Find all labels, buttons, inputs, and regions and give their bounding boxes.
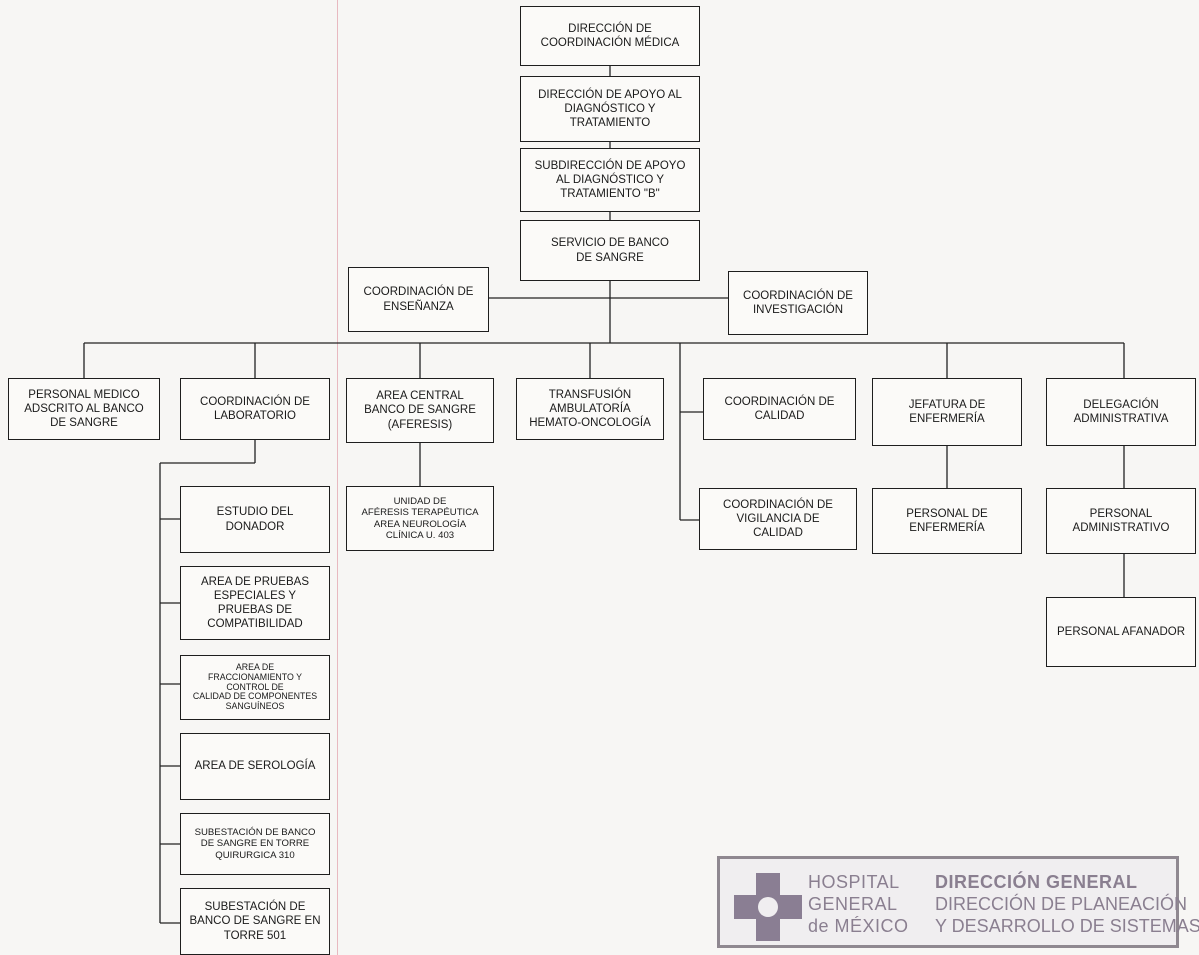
margin-line [337,0,338,955]
box-area-pruebas: AREA DE PRUEBAS ESPECIALES Y PRUEBAS DE … [180,566,330,640]
box-subestacion-310: SUBESTACIÓN DE BANCO DE SANGRE EN TORRE … [180,813,330,875]
box-direccion-apoyo-diagnostico: DIRECCIÓN DE APOYO AL DIAGNÓSTICO Y TRAT… [520,76,700,142]
box-personal-medico: PERSONAL MEDICO ADSCRITO AL BANCO DE SAN… [8,378,160,440]
box-area-serologia: AREA DE SEROLOGÍA [180,733,330,800]
box-subestacion-501: SUBESTACIÓN DE BANCO DE SANGRE EN TORRE … [180,888,330,955]
box-servicio-banco-sangre: SERVICIO DE BANCO DE SANGRE [520,220,700,281]
box-personal-administrativo: PERSONAL ADMINISTRATIVO [1046,488,1196,554]
hospital-stamp: HOSPITAL GENERAL de MÉXICO DIRECCIÓN GEN… [717,856,1199,948]
box-coordinacion-vigilancia: COORDINACIÓN DE VIGILANCIA DE CALIDAD [699,488,857,550]
stamp-hospital-name: HOSPITAL GENERAL de MÉXICO [808,872,909,936]
box-coordinacion-laboratorio: COORDINACIÓN DE LABORATORIO [180,378,330,440]
box-personal-afanador: PERSONAL AFANADOR [1046,597,1196,667]
box-estudio-donador: ESTUDIO DEL DONADOR [180,486,330,553]
box-personal-enfermeria: PERSONAL DE ENFERMERÍA [872,488,1022,554]
stamp-direccion: DIRECCIÓN GENERAL DIRECCIÓN DE PLANEACIÓ… [935,872,1199,936]
box-transfusion-ambulatoria: TRANSFUSIÓN AMBULATORÍA HEMATO-ONCOLOGÍA [516,378,664,440]
box-coordinacion-investigacion: COORDINACIÓN DE INVESTIGACIÓN [728,271,868,335]
box-area-central: AREA CENTRAL BANCO DE SANGRE (AFERESIS) [346,378,494,443]
box-subdireccion-apoyo-diagnostico: SUBDIRECCIÓN DE APOYO AL DIAGNÓSTICO Y T… [520,148,700,212]
box-unidad-aferesis: UNIDAD DE AFÉRESIS TERAPÉUTICA AREA NEUR… [346,486,494,551]
hospital-cross-icon [734,873,802,941]
box-jefatura-enfermeria: JEFATURA DE ENFERMERÍA [872,378,1022,446]
box-coordinacion-calidad: COORDINACIÓN DE CALIDAD [703,378,856,440]
box-direccion-coordinacion-medica: DIRECCIÓN DE COORDINACIÓN MÉDICA [520,6,700,66]
box-delegacion-administrativa: DELEGACIÓN ADMINISTRATIVA [1046,378,1196,446]
box-coordinacion-ensenanza: COORDINACIÓN DE ENSEÑANZA [348,267,489,332]
box-area-fraccionamiento: AREA DE FRACCIONAMIENTO Y CONTROL DE CAL… [180,655,330,720]
